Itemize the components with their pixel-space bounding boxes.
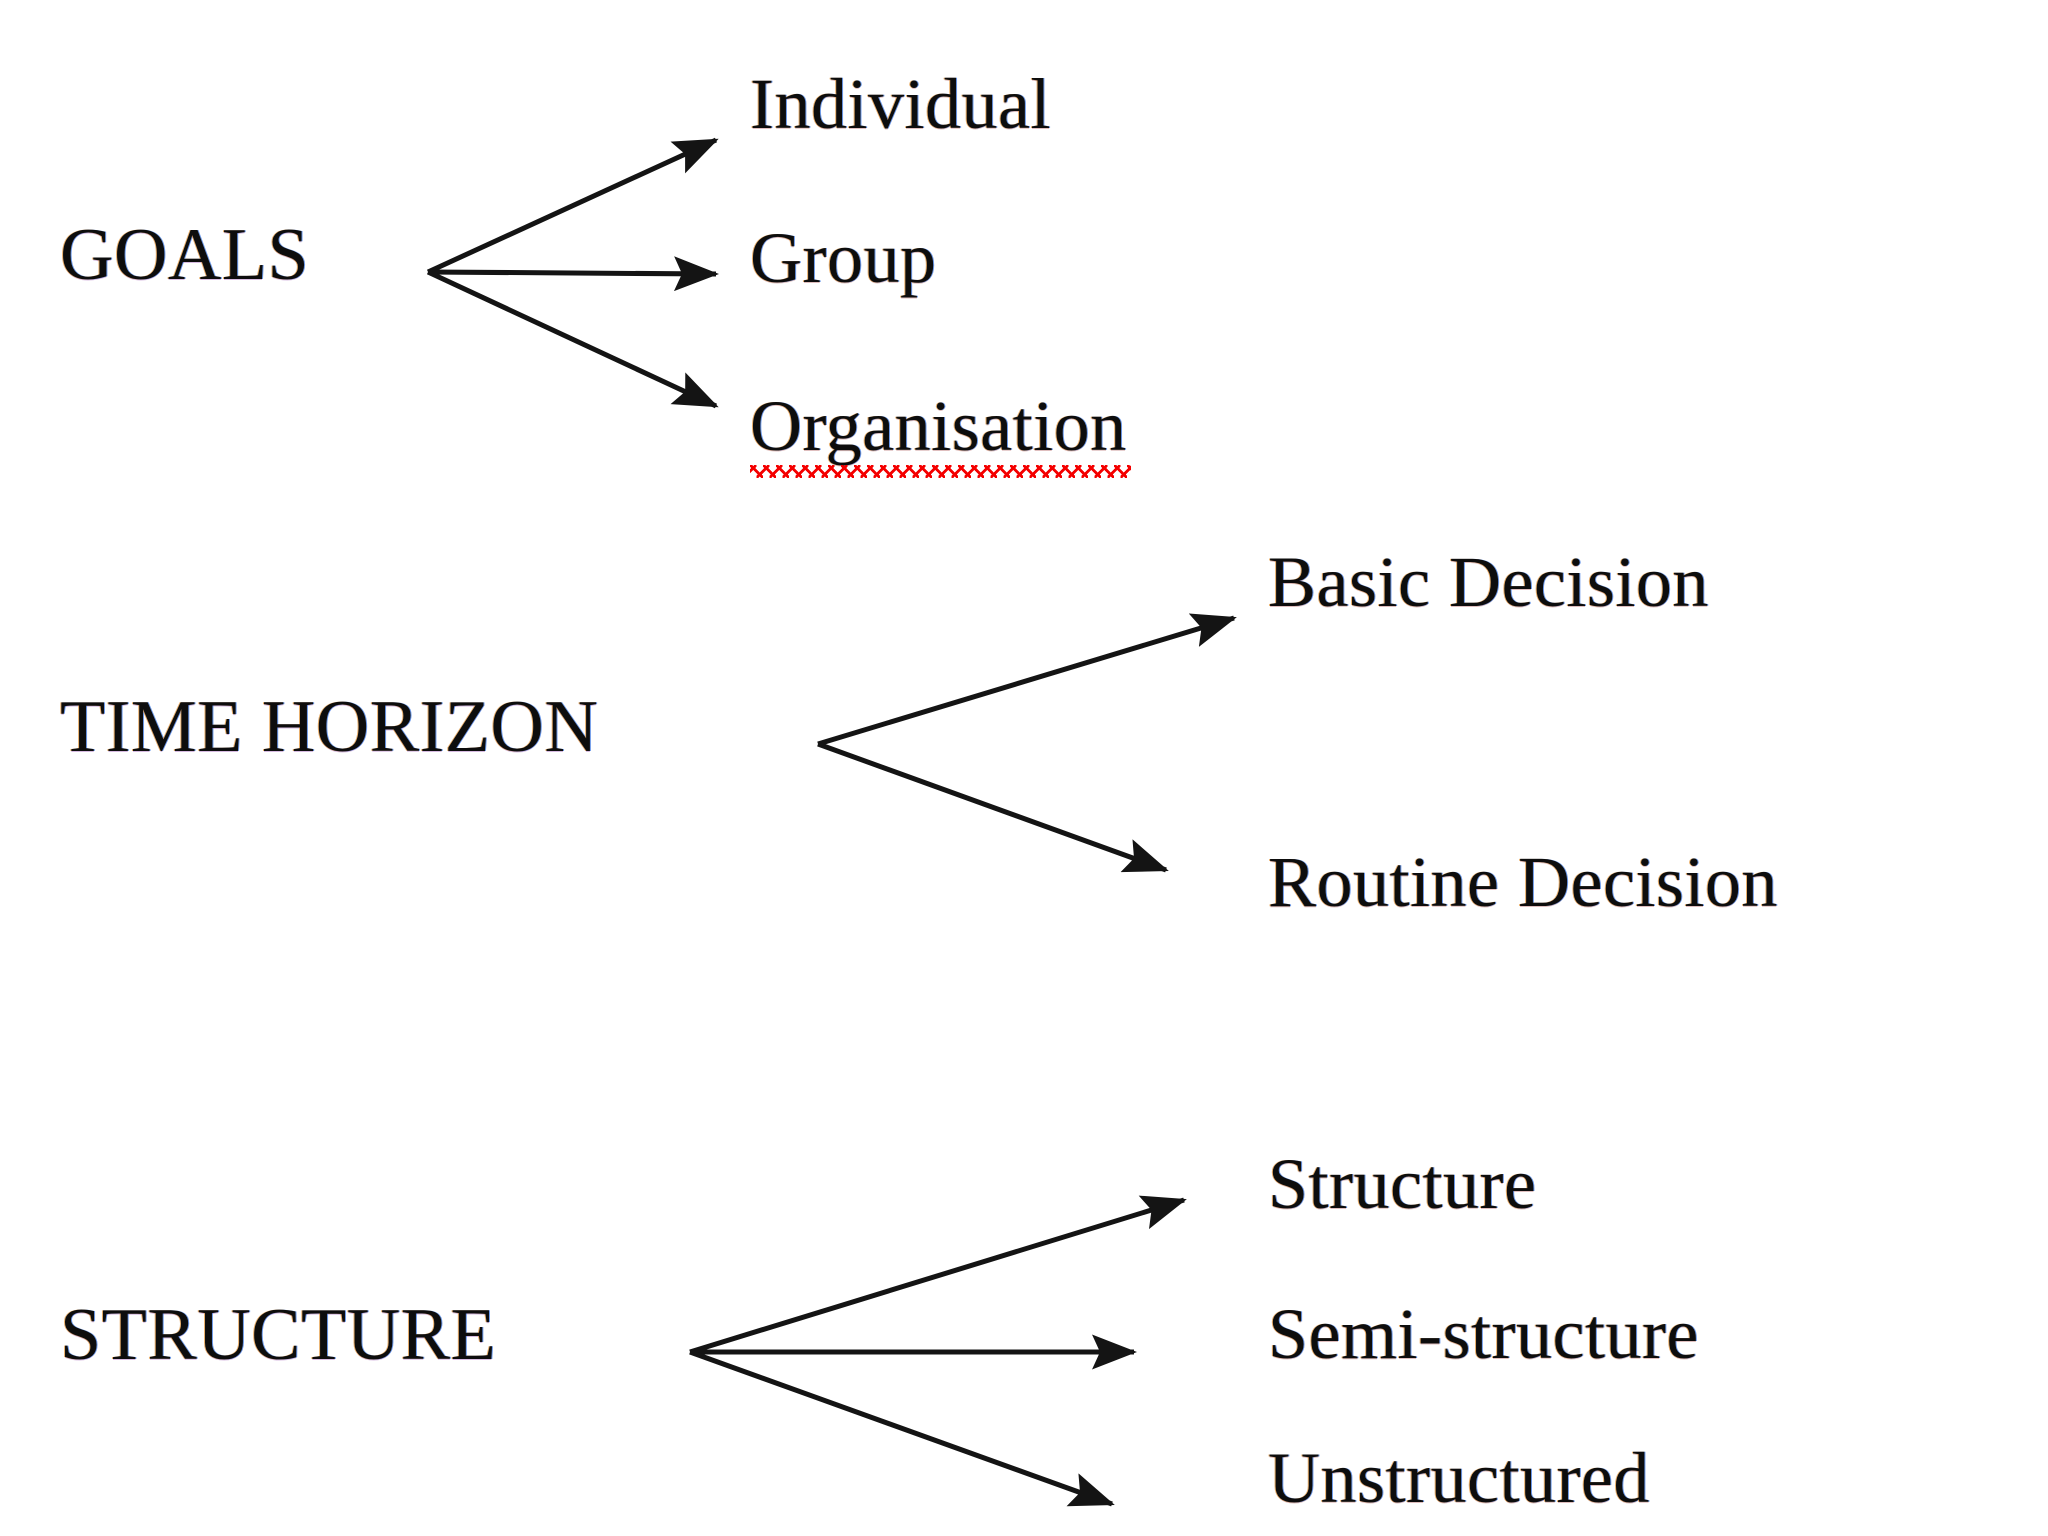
edge-group-goals — [426, 137, 719, 409]
leaf-node-individual: Individual — [750, 64, 1051, 144]
spellcheck-squiggle-icon — [750, 465, 1131, 479]
leaf-node-semi-structure: Semi-structure — [1268, 1294, 1699, 1374]
leaf-node-basic-decision: Basic Decision — [1268, 542, 1709, 622]
edge-timehorizon-basic-decision — [817, 613, 1237, 747]
edge-group-time-horizon — [817, 613, 1237, 873]
leaf-node-structure: Structure — [1268, 1144, 1537, 1224]
leaf-node-routine-decision: Routine Decision — [1268, 842, 1778, 922]
edge-goals-individual — [426, 137, 719, 275]
edge-structure-unstructured — [689, 1349, 1115, 1507]
edge-goals-group — [427, 256, 719, 292]
misspelled-word-wrapper: Organisation — [750, 390, 1131, 479]
root-node-time-horizon: TIME HORIZON — [60, 686, 599, 768]
edge-timehorizon-routine-decision — [817, 741, 1169, 873]
edge-group-structure — [689, 1195, 1187, 1507]
edge-structure-structure — [689, 1195, 1187, 1355]
leaf-node-organisation-text: Organisation — [750, 386, 1127, 466]
leaf-node-organisation: Organisation — [750, 390, 1131, 479]
root-node-goals: GOALS — [60, 214, 310, 296]
leaf-node-unstructured: Unstructured — [1268, 1438, 1650, 1518]
root-node-structure: STRUCTURE — [60, 1294, 497, 1376]
leaf-node-group: Group — [750, 218, 937, 298]
edge-goals-organisation — [426, 269, 719, 409]
